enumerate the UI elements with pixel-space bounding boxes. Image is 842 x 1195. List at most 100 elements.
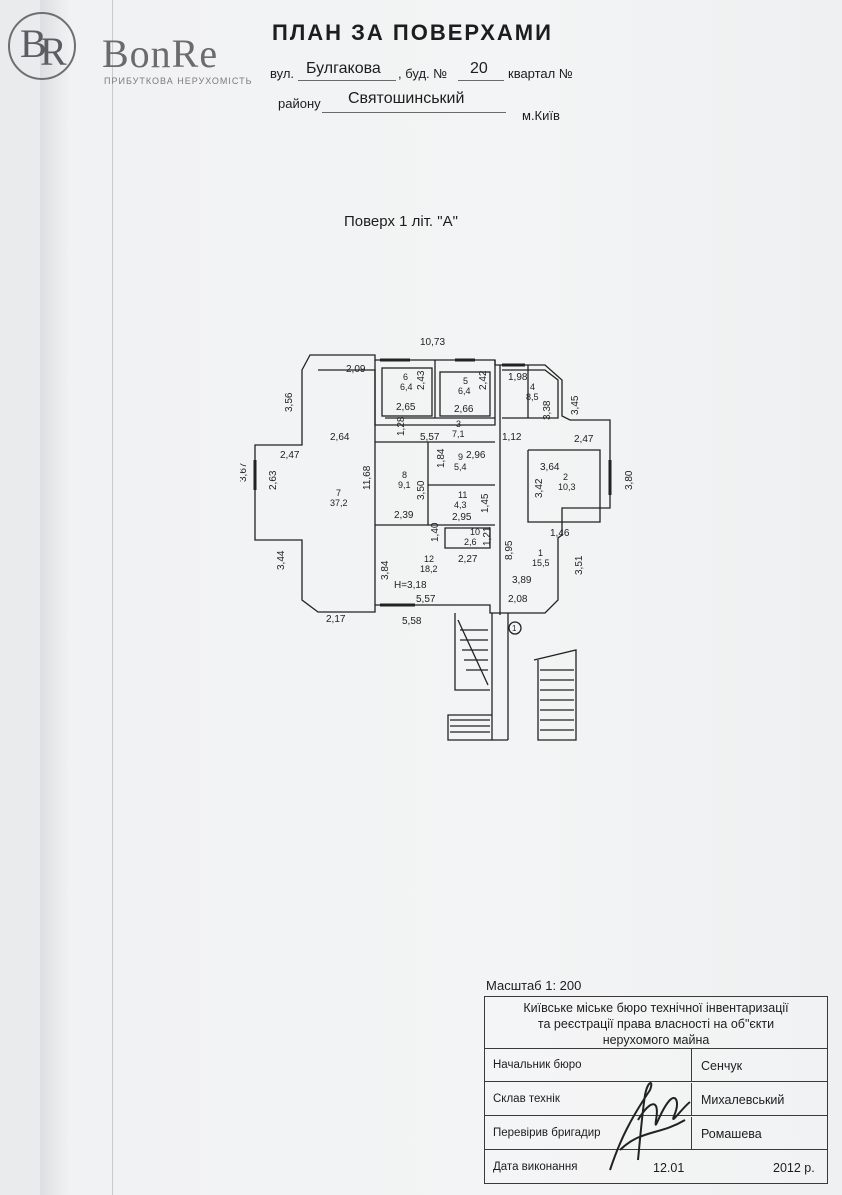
dim-label: 3,42 [534, 478, 545, 498]
room-12-number: 12 [424, 554, 434, 564]
dim-label: 2,65 [396, 402, 416, 413]
dim-label: 3,84 [380, 560, 391, 580]
stamp-row: Перевірив бригадир Ромашева [485, 1117, 827, 1150]
building-label: , буд. № [398, 66, 448, 81]
room-9-area: 5,4 [454, 462, 467, 472]
stamp-row-value: Ромашева [701, 1127, 762, 1141]
room-3-number: 3 [456, 419, 461, 429]
dim-label: 2,08 [508, 594, 528, 605]
corridor [492, 613, 509, 741]
stamp-row-label: Дата виконання [493, 1161, 578, 1173]
inner-wall [502, 369, 559, 419]
handwritten-signature [609, 1082, 691, 1171]
room-1-area: 15,5 [532, 558, 550, 568]
room-6-number: 6 [403, 372, 408, 382]
dim-label: 2,39 [394, 510, 414, 521]
org-line: нерухомого майна [602, 1033, 710, 1047]
room-2-area: 10,3 [558, 482, 576, 492]
dim-label: 1,12 [502, 432, 522, 443]
dim-label: 1,40 [430, 522, 441, 542]
dim-label: 1,45 [480, 493, 491, 513]
org-line: та реєстрації права власності на об"єкти [537, 1017, 775, 1031]
room-5-area: 6,4 [458, 386, 471, 396]
dim-label: 1,84 [436, 448, 447, 468]
stairs [533, 649, 577, 741]
inner-wall [374, 360, 496, 426]
room-11-number: 11 [458, 490, 467, 500]
room-6-box [381, 367, 433, 417]
dim-label: 8,95 [504, 540, 515, 560]
binding-margin-line [112, 0, 113, 1195]
inner-wall [444, 527, 491, 549]
stamp-row-label: Склав технік [493, 1093, 560, 1105]
dim-label: 2,42 [478, 370, 489, 390]
dim-label: 3,50 [416, 480, 427, 500]
stamp-date-value: 12.01 [653, 1161, 685, 1175]
org-line: Київське міське бюро технічної інвентари… [523, 1001, 789, 1015]
dim-label: 3,67 [240, 462, 249, 482]
scale-label: Масштаб 1: 200 [486, 978, 582, 993]
inner-wall [527, 449, 601, 523]
stamp-row-label: Перевірив бригадир [493, 1127, 601, 1139]
room-7-area: 37,2 [330, 498, 348, 508]
axis-marker [508, 621, 522, 635]
room-3-area: 7,1 [452, 429, 465, 439]
dim-label: 3,89 [512, 575, 532, 586]
stamp-year-value: 2012 р. [773, 1161, 815, 1175]
room-9-number: 9 [458, 452, 463, 462]
stairs [450, 719, 490, 733]
dim-label: 2,66 [454, 404, 474, 415]
dim-label: 1,21 [482, 526, 493, 546]
dim-label: 5,58 [402, 616, 422, 627]
dim-label: 3,45 [570, 395, 581, 415]
room-8-area: 9,1 [398, 480, 411, 490]
inner-wall [434, 360, 529, 615]
room-5-box [439, 371, 491, 417]
floor-plan: 10,73 2,09 2,43 2,42 1,98 3,56 2,65 2,66… [240, 337, 635, 741]
dim-label: 3,51 [574, 555, 585, 575]
dim-total-width: 10,73 [420, 337, 445, 348]
stairs [460, 629, 488, 671]
room-7-number: 7 [336, 488, 341, 498]
inner-wall [375, 417, 495, 443]
dim-label: 3,44 [276, 550, 287, 570]
city: м.Київ [522, 108, 560, 123]
room-11-area: 4,3 [454, 500, 467, 510]
room-4-number: 4 [530, 382, 535, 392]
dim-label: 2,47 [280, 450, 300, 461]
room-height: H=3,18 [394, 580, 427, 591]
dim-label: 2,96 [466, 450, 486, 461]
inner-wall [375, 442, 495, 526]
room-10-number: 10 [470, 527, 480, 537]
room-2-number: 2 [563, 472, 568, 482]
stamp-row: Начальник бюро Сенчук [485, 1049, 827, 1082]
brand-name: BonRe [102, 31, 219, 76]
axis-marker-label: 1 [512, 624, 517, 633]
dim-label: 1,28 [396, 416, 407, 436]
building-value: 20 [470, 60, 488, 77]
stamp-row-label: Начальник бюро [493, 1059, 582, 1071]
organization-block: Київське міське бюро технічної інвентари… [485, 997, 827, 1049]
room-10-area: 2,6 [464, 537, 477, 547]
dim-label: 3,38 [542, 400, 553, 420]
room-12-area: 18,2 [420, 564, 438, 574]
dim-label: 3,56 [284, 392, 295, 412]
room-4-area: 8,5 [526, 392, 539, 402]
stairs [540, 669, 574, 731]
room-5-number: 5 [463, 376, 468, 386]
document-title: ПЛАН ЗА ПОВЕРХАМИ [272, 20, 553, 45]
dim-label: 2,63 [268, 470, 279, 490]
dim-label: 2,27 [458, 554, 478, 565]
street-label: вул. [270, 66, 295, 81]
dim-label: 11,68 [362, 465, 373, 490]
stamp-row-value: Михалевський [701, 1093, 785, 1107]
dim-label: 1,98 [508, 372, 528, 383]
stamp-table: Київське міське бюро технічної інвентари… [484, 996, 828, 1184]
window [253, 358, 612, 607]
room-8-number: 8 [402, 470, 407, 480]
stairs [454, 613, 490, 691]
dim-label: 2,64 [330, 432, 350, 443]
district-value: Святошинський [348, 90, 465, 107]
dim-label: 2,43 [416, 370, 427, 390]
